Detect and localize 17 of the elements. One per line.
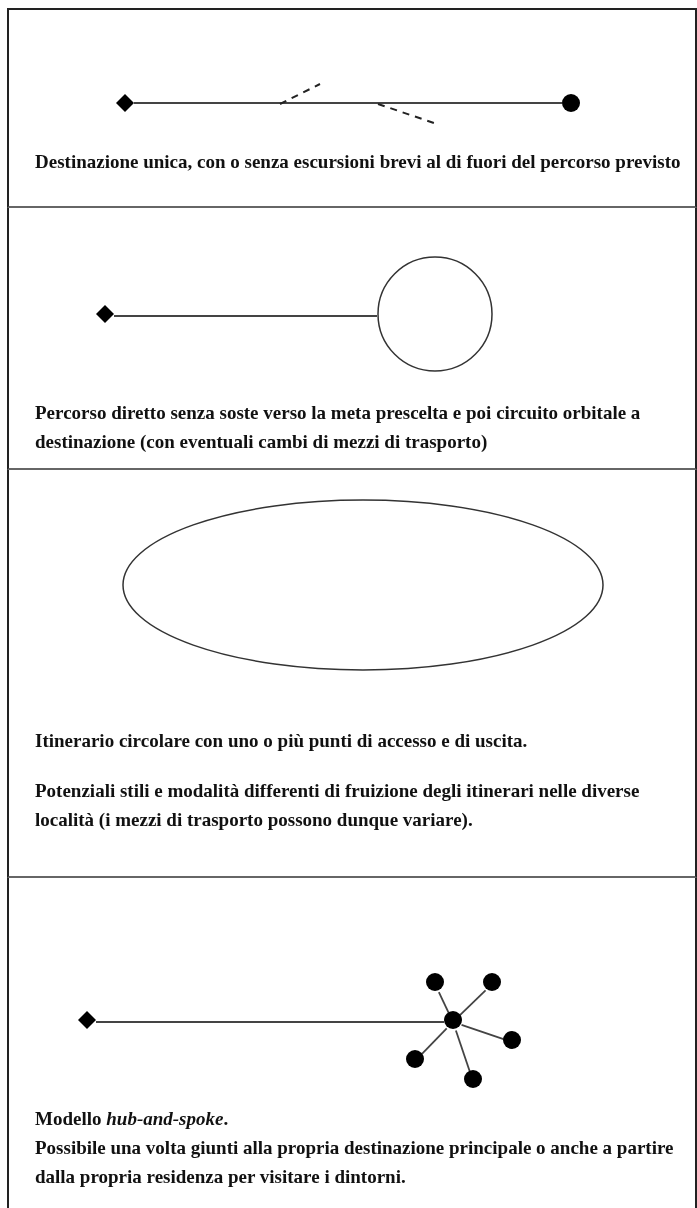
diagram-panel bbox=[7, 878, 697, 1208]
diagram-panel bbox=[7, 208, 697, 470]
route-line bbox=[113, 315, 378, 317]
route-line bbox=[437, 991, 451, 1015]
route-line bbox=[420, 1027, 448, 1056]
route-line bbox=[460, 1024, 505, 1040]
description-text: Possibile una volta giunti alla propria destinazione principale o anche a partire dalla propria residenza per visitare i dintorni. bbox=[35, 1136, 675, 1189]
route-line bbox=[133, 102, 563, 104]
description-text: Itinerario circolare con uno o più punti di accesso e di uscita. bbox=[35, 729, 529, 753]
description-text: Percorso diretto senza soste verso la meta prescelta e poi circuito orbitale a destinazione (con eventuali cambi di mezzi di trasporto) bbox=[35, 401, 642, 454]
route-line bbox=[95, 1021, 445, 1023]
route-line bbox=[458, 989, 487, 1017]
description-text: Potenziali stili e modalità differenti di fruizione degli itinerari nelle diverse località (i mezzi di trasporto possono dunque variare). bbox=[35, 779, 641, 832]
description-text: Modello hub-and-spoke. bbox=[35, 1107, 230, 1131]
diagram-panel bbox=[7, 8, 697, 208]
diagram-panel bbox=[7, 470, 697, 878]
description-text: Destinazione unica, con o senza escursioni brevi al di fuori del percorso previsto bbox=[35, 150, 682, 174]
